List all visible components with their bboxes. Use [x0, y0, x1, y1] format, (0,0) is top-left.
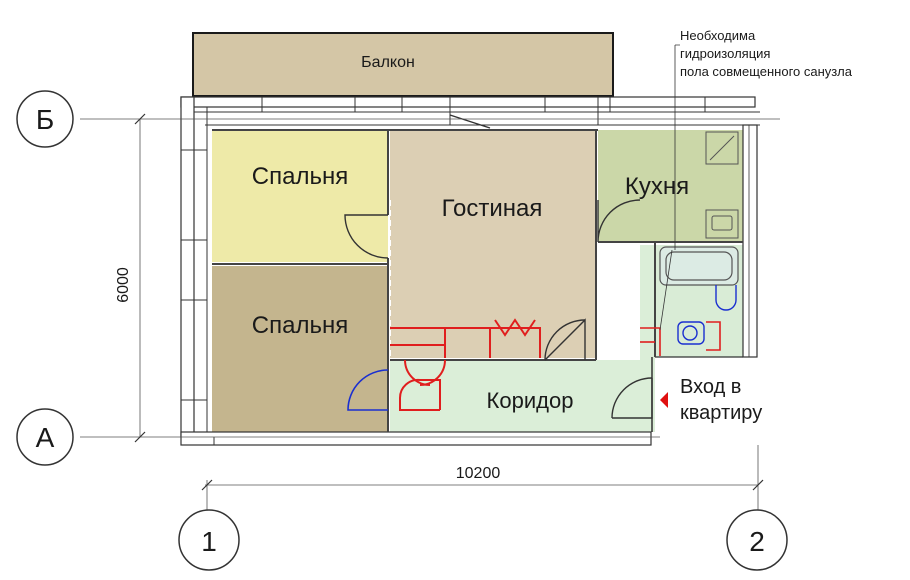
axis-marker-a: [16, 408, 74, 466]
axis-label-b: Б: [36, 104, 54, 135]
entrance-line-2: квартиру: [680, 402, 762, 424]
axis-label-2: 2: [749, 526, 765, 557]
axis-label-a: А: [36, 422, 55, 453]
note-line-2: гидроизоляция: [680, 46, 770, 61]
living-room-label: Гостиная: [442, 195, 543, 222]
corridor-label: Коридор: [487, 388, 574, 413]
bedroom-top-label: Спальня: [252, 163, 348, 190]
bedroom-bottom-area: [212, 266, 388, 432]
height-dimension: 6000: [115, 267, 132, 303]
note-line-1: Необходима: [680, 28, 756, 43]
living-room-area: [390, 130, 596, 358]
axis-label-1: 1: [201, 526, 217, 557]
axis-marker-b: [16, 90, 74, 148]
corridor-area: [390, 245, 655, 432]
balcony-area: [192, 32, 614, 97]
bedroom-bottom-label: Спальня: [252, 312, 348, 339]
note-line-3: пола совмещенного санузла: [680, 64, 853, 79]
axis-marker-1: [178, 509, 240, 571]
entrance-arrow-icon: [660, 392, 668, 408]
axis-marker-2: [726, 509, 788, 571]
balcony-label: Балкон: [361, 54, 415, 71]
kitchen-area: [598, 130, 743, 242]
width-dimension: 10200: [456, 465, 501, 482]
entrance-line-1: Вход в: [680, 376, 741, 398]
bedroom-top-area: [212, 130, 388, 262]
kitchen-label: Кухня: [625, 173, 689, 200]
